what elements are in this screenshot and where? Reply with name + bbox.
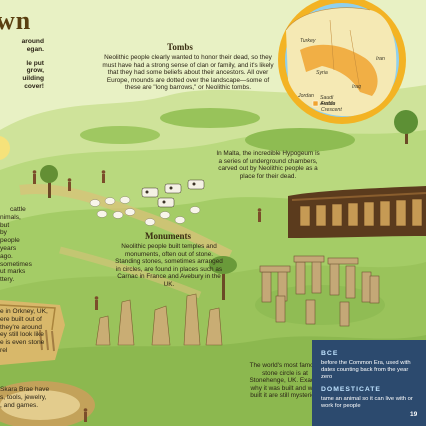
fertile-crescent-map <box>278 0 406 124</box>
intro-line: grow, <box>26 67 44 75</box>
orkney-line: e is even stone <box>0 339 45 347</box>
standing-stones <box>95 293 223 346</box>
map-label-jordan: Jordan <box>298 93 314 99</box>
sun-icon <box>0 136 10 160</box>
map-label-turkey: Turkey <box>300 38 316 44</box>
glossary-term-bce: BCE <box>321 350 339 357</box>
cattle-line: sometimes <box>0 260 32 268</box>
glossary-box: BCE before the Common Era, used with dat… <box>312 340 426 426</box>
cattle-text: cattle nimals, but by people years ago. … <box>0 206 32 284</box>
orkney-line: they're around <box>0 323 42 331</box>
intro-line: uilding <box>22 75 44 83</box>
skara-line: , and games. <box>0 401 39 409</box>
intro-text: around egan. le put grow, uilding cover! <box>0 38 44 91</box>
orkney-line: ere built out of <box>0 315 42 323</box>
hypogeum-text: In Malta, the incredible Hypogeum is a s… <box>216 150 320 180</box>
cattle-line: years ago. <box>0 244 17 260</box>
cattle-line: ttery. <box>0 276 15 284</box>
tombs-heading: Tombs <box>167 42 193 52</box>
sheep-flock <box>89 196 201 226</box>
tombs-body: Neolithic people clearly wanted to honor… <box>102 54 274 92</box>
intro-line: around <box>21 38 44 45</box>
intro-line: egan. <box>26 45 44 53</box>
cattle-herd <box>141 179 205 208</box>
glossary-def-bce: before the Common Era, used with dates c… <box>321 360 411 380</box>
cattle-line: by people <box>0 229 20 245</box>
cattle-line: nimals, but <box>0 213 21 229</box>
map-label-iraq: Iraq <box>352 84 361 90</box>
glossary-term-domesticate: DOMESTICATE <box>321 386 381 393</box>
tree-icon <box>394 110 418 144</box>
stonehenge-text: The world's most famous stone circle is … <box>249 362 321 400</box>
neolithic-people <box>32 170 262 422</box>
cattle-line: cattle <box>10 206 26 213</box>
orkney-line: rel <box>0 346 8 354</box>
page-title: wn <box>0 6 32 35</box>
intro-line: le put <box>26 59 44 67</box>
orkney-text: e in Orkney, UK, ere built out of they'r… <box>0 308 56 355</box>
page-number: 19 <box>410 411 418 418</box>
map-label-fertile-crescent: Fertile Crescent <box>321 101 342 113</box>
monuments-body: Neolithic people built temples and monum… <box>115 243 223 288</box>
orkney-line: e in Orkney, UK, <box>0 308 48 315</box>
skara-line: s, tools, jewelry, <box>0 393 47 401</box>
map-label-syria: Syria <box>316 70 328 76</box>
skara-text: Skara Brae have s, tools, jewelry, , and… <box>0 386 58 409</box>
monuments-heading: Monuments <box>144 231 191 241</box>
skara-line: Skara Brae have <box>0 386 50 393</box>
intro-line: cover! <box>24 82 44 90</box>
cattle-line: ut marks <box>0 268 26 276</box>
stonehenge <box>259 255 380 327</box>
map-label-iran: Iran <box>376 56 385 62</box>
glossary-def-domesticate: tame an animal so it can live with or wo… <box>321 396 413 409</box>
map-label-saudi-arabia: Saudi Arabia <box>320 95 335 107</box>
orkney-line: ey still look like <box>0 331 44 339</box>
crescent-region <box>300 44 378 96</box>
